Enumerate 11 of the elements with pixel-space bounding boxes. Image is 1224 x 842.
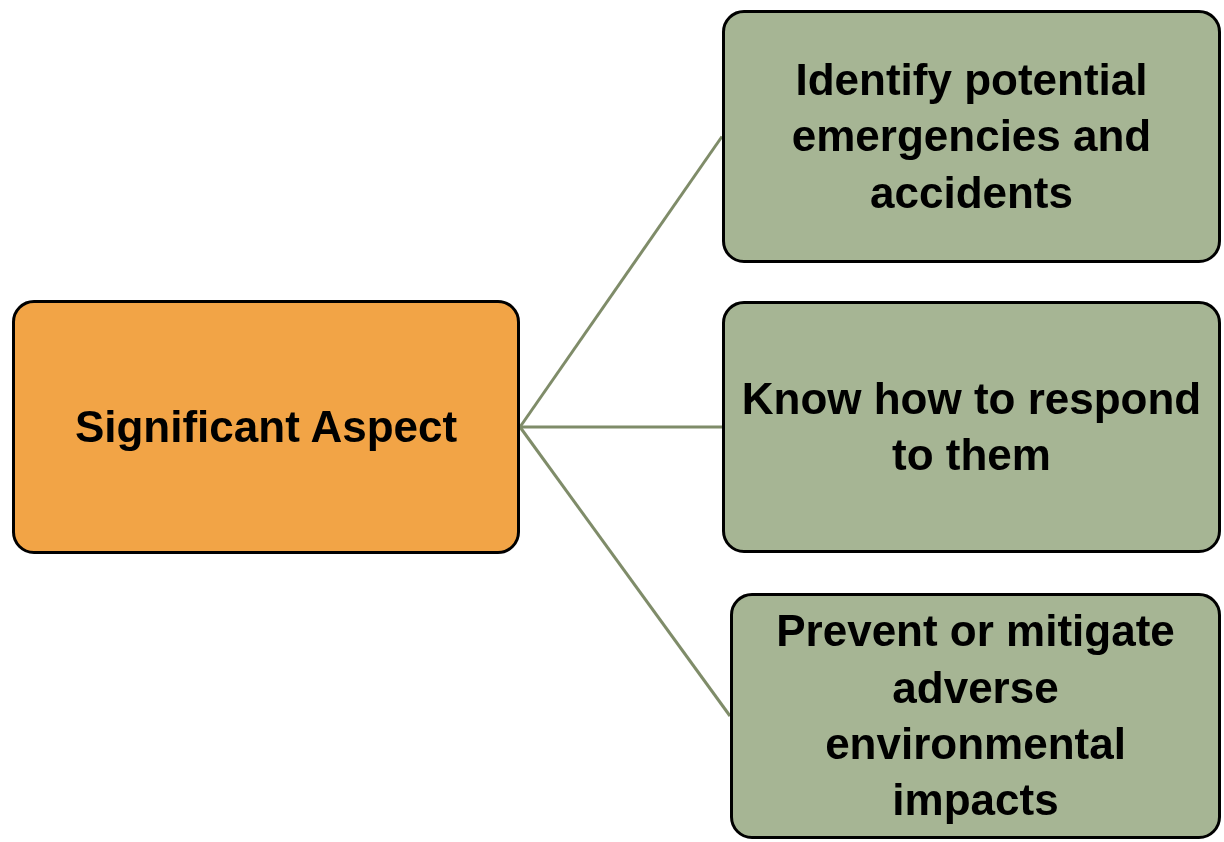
item-box: [730, 593, 1221, 839]
connector-line: [518, 135, 724, 428]
box-text: Prevent or mitigate adverse environmental impacts: [775, 605, 1176, 827]
item-box: [722, 301, 1221, 553]
box-text: Significant Aspect: [74, 400, 458, 453]
box-text: Identify potential emergencies and accidents: [790, 54, 1153, 219]
connector-line: [520, 425, 722, 429]
item-box: [722, 10, 1221, 263]
connector-line: [518, 426, 732, 717]
box-text: Know how to respond to them: [740, 372, 1203, 481]
topic-box: [12, 300, 520, 554]
